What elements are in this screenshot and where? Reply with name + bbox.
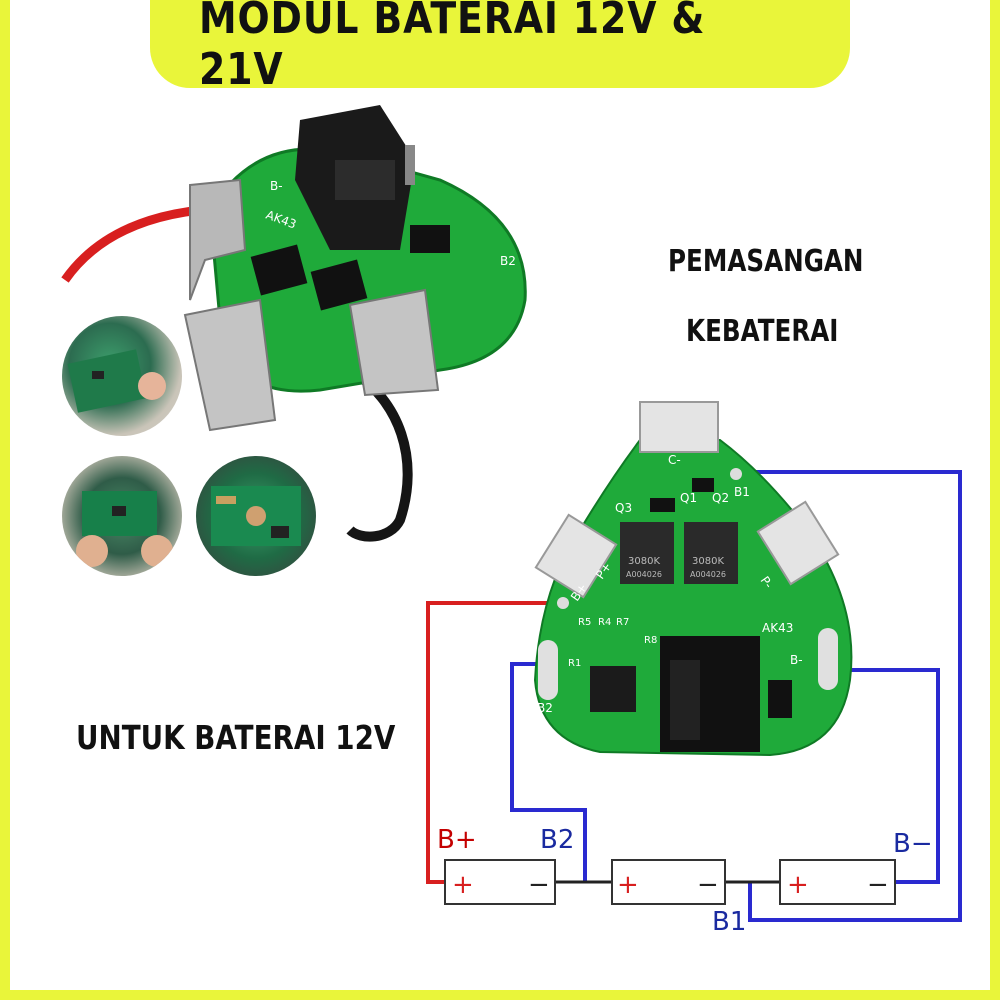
diagram-silk-ak43: AK43 — [762, 621, 793, 635]
label-b1: B1 — [712, 907, 746, 937]
cell-1-plus: + — [452, 870, 474, 900]
photo-circle-1 — [62, 316, 182, 436]
diagram-silk-b2: B2 — [537, 701, 553, 715]
diagram-mosfet-2 — [684, 522, 738, 584]
metal-tab-left — [189, 178, 247, 301]
diagram-silk-c: C- — [668, 453, 681, 467]
banner-title: MODUL BATERAI 12V & 21V — [199, 0, 706, 95]
mosfet-chip-1 — [250, 244, 308, 296]
diagram-silk-q3: Q3 — [615, 501, 632, 515]
diagram-mosfet-1 — [620, 522, 674, 584]
diagram-tab-left — [534, 513, 618, 599]
cell-3-plus: + — [787, 870, 809, 900]
cell-3-minus: − — [867, 870, 889, 900]
photo-circle-2 — [62, 456, 182, 576]
diagram-silk-r1: R1 — [568, 658, 581, 669]
chip2-code: A004026 — [690, 570, 726, 579]
diagram-silk-r5: R5 — [578, 617, 591, 628]
pcb-diagram-board: 3080K 3080K A004026 A004026 C- B1 Q3 Q1 … — [533, 401, 853, 757]
chip1-label: 3080K — [628, 556, 660, 567]
cell-2-minus: − — [697, 870, 719, 900]
diagram-slot-bminus — [818, 628, 838, 690]
battery-cell-3: + − — [779, 859, 896, 905]
diagram-silk-q2: Q2 — [712, 491, 729, 505]
metal-tab-right — [348, 288, 440, 397]
install-title-line2: KEBATERAI — [686, 314, 839, 349]
control-ic — [410, 225, 450, 253]
diagram-tab-right — [756, 500, 840, 586]
wire-bplus — [426, 601, 565, 884]
diagram-silk-q1: Q1 — [680, 491, 697, 505]
chip1-code: A004026 — [626, 570, 662, 579]
photo-circle-3 — [196, 456, 316, 576]
diagram-silk-r4: R4 — [598, 617, 611, 628]
battery-cell-2: + − — [611, 859, 726, 905]
battery-12v-label: UNTUK BATERAI 12V — [76, 718, 396, 757]
silk-b2: B2 — [500, 254, 516, 268]
diagram-silk-bminus: B- — [790, 653, 803, 667]
diagram-slot-b2 — [538, 640, 558, 700]
battery-cell-1: + − — [444, 859, 556, 905]
metal-tab-bottom — [183, 298, 277, 432]
cell-2-plus: + — [617, 870, 639, 900]
silk-bminus: B- — [270, 179, 283, 193]
diagram-control-ic — [590, 666, 636, 712]
title-banner: MODUL BATERAI 12V & 21V — [150, 0, 850, 95]
install-title-line1: PEMASANGAN — [668, 244, 864, 279]
wire-b2 — [510, 662, 587, 882]
diagram-tab-top — [639, 401, 719, 453]
cell-1-minus: − — [528, 870, 550, 900]
pcb-product-photo: AK43 B2 B- — [61, 105, 527, 542]
label-bplus: B+ — [437, 825, 477, 855]
chip2-label: 3080K — [692, 556, 724, 567]
diagram-silk-b1: B1 — [734, 485, 750, 499]
mosfet-chip-2 — [310, 259, 368, 311]
label-b2: B2 — [540, 825, 574, 855]
black-wire — [346, 365, 413, 542]
wire-bminus — [826, 668, 940, 884]
wire-b1 — [740, 470, 962, 922]
label-bminus: B− — [893, 829, 933, 859]
diagram-silk-r7: R7 — [616, 617, 629, 628]
diagram-silk-r8: R8 — [644, 635, 657, 646]
